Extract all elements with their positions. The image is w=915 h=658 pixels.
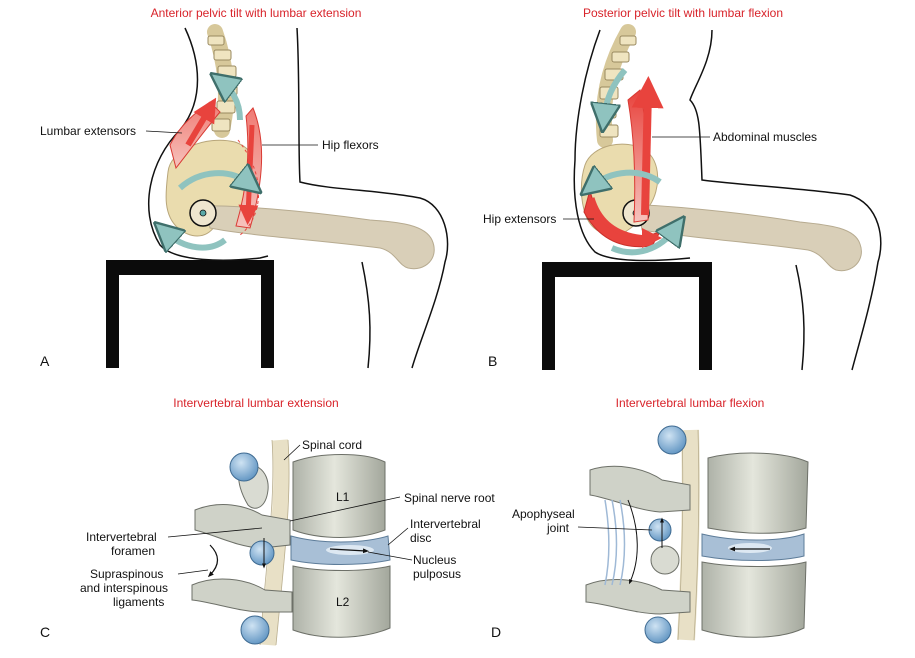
panel-b-title: Posterior pelvic tilt with lumbar flexio… [583, 6, 783, 20]
leg-outline-a [361, 261, 371, 369]
label-intervertebral-foramen-line2: foramen [111, 544, 155, 558]
ligament-arrow-d [627, 499, 638, 585]
nucleus-arrow-c [329, 548, 369, 554]
panel-d-title: Intervertebral lumbar flexion [616, 396, 765, 410]
back-outline-a [296, 27, 449, 369]
label-l2: L2 [336, 595, 350, 609]
nerve-fibers-d [677, 429, 700, 641]
leader-apophyseal-joint [577, 526, 653, 531]
spinous-process-l2 [191, 578, 293, 613]
rotation-arrow-a2 [177, 173, 250, 188]
rotation-arrow-a3 [165, 232, 227, 248]
panel-c-letter: C [40, 624, 50, 640]
vertebral-body-l1-d [707, 452, 809, 534]
seat-a [106, 260, 274, 368]
label-spinal-cord: Spinal cord [302, 438, 362, 452]
body-outline-b [573, 29, 691, 262]
label-abdominal-muscles: Abdominal muscles [713, 130, 817, 144]
panel-a-letter: A [40, 353, 50, 369]
panel-b: Posterior pelvic tilt with lumbar flexio… [483, 6, 882, 371]
ligament-arrow-c [207, 544, 219, 578]
leader-spinal-nerve-root [289, 496, 401, 522]
leader-spinal-cord [283, 444, 301, 461]
rotation-arrow-a1 [222, 82, 240, 121]
label-hip-flexors: Hip flexors [322, 138, 379, 152]
rotation-arrow-b2 [592, 173, 662, 186]
facet-top-d [657, 425, 687, 455]
rotation-arrow-b1 [604, 68, 628, 118]
leader-nucleus-pulposus [367, 551, 413, 561]
panel-b-letter: B [488, 353, 497, 369]
back-outline-b [689, 29, 882, 371]
facet-mid-d [648, 518, 672, 542]
panel-a: Anterior pelvic tilt with lumbar extensi… [40, 6, 449, 369]
label-apophyseal-joint-line2: joint [546, 521, 570, 535]
label-intervertebral-disc-line1: Intervertebral [410, 517, 481, 531]
label-intervertebral-foramen-line1: Intervertebral [86, 530, 157, 544]
panel-a-title: Anterior pelvic tilt with lumbar extensi… [151, 6, 362, 20]
leader-intervertebral-foramen [167, 527, 263, 538]
label-l1: L1 [336, 490, 350, 504]
facet-inferior-d [650, 545, 680, 575]
facet-bottom-c [240, 615, 270, 645]
hip-axis-a [199, 209, 207, 217]
label-supraspinous-line2: and interspinous [80, 581, 168, 595]
label-supraspinous-line3: ligaments [113, 595, 164, 609]
label-hip-extensors: Hip extensors [483, 212, 556, 226]
abdominal-arrow-b [631, 76, 664, 216]
leader-supraspinous [177, 569, 209, 575]
muscle-arrow-a1 [185, 97, 217, 147]
hip-extensors-arrow-b [589, 197, 662, 248]
panel-c-title: Intervertebral lumbar extension [173, 396, 338, 410]
spinal-cord-d [677, 429, 700, 641]
vertebral-body-l2-d [701, 561, 807, 638]
vertebral-body-l1 [292, 454, 386, 538]
label-nucleus-pulposus-line1: Nucleus [413, 553, 456, 567]
dashed-line-a [237, 139, 260, 236]
facet-bottom-d [644, 616, 672, 644]
label-apophyseal-joint-line1: Apophyseal [512, 507, 575, 521]
rotation-arrow-b3 [610, 228, 676, 256]
femur-b [637, 204, 862, 272]
panel-c: Intervertebral lumbar extension Spinal c… [40, 396, 495, 646]
label-nucleus-pulposus-line2: pulposus [413, 567, 461, 581]
panel-d: Intervertebral lumbar flexion Apophyseal… [491, 396, 809, 644]
body-outline-a [147, 27, 269, 261]
panel-d-letter: D [491, 624, 501, 640]
posterior-elements-c [194, 504, 291, 549]
label-lumbar-extensors: Lumbar extensors [40, 124, 136, 138]
spinous-process-l2-d [585, 579, 691, 615]
leg-outline-b [795, 264, 805, 371]
label-spinal-nerve-root: Spinal nerve root [404, 491, 495, 505]
seat-b [542, 262, 712, 370]
nucleus-d [728, 543, 772, 553]
label-intervertebral-disc-line2: disc [410, 531, 431, 545]
femur-a [204, 205, 435, 270]
leader-lumbar-extensors [145, 130, 183, 134]
vertebral-body-l2 [292, 565, 391, 638]
ligament-fibers-d [604, 499, 626, 586]
facet-mid-c [249, 540, 275, 566]
facet-top-c [229, 452, 259, 482]
posterior-elements-d [589, 465, 691, 513]
leader-intervertebral-disc [387, 527, 409, 546]
label-supraspinous-line1: Supraspinous [90, 567, 163, 581]
